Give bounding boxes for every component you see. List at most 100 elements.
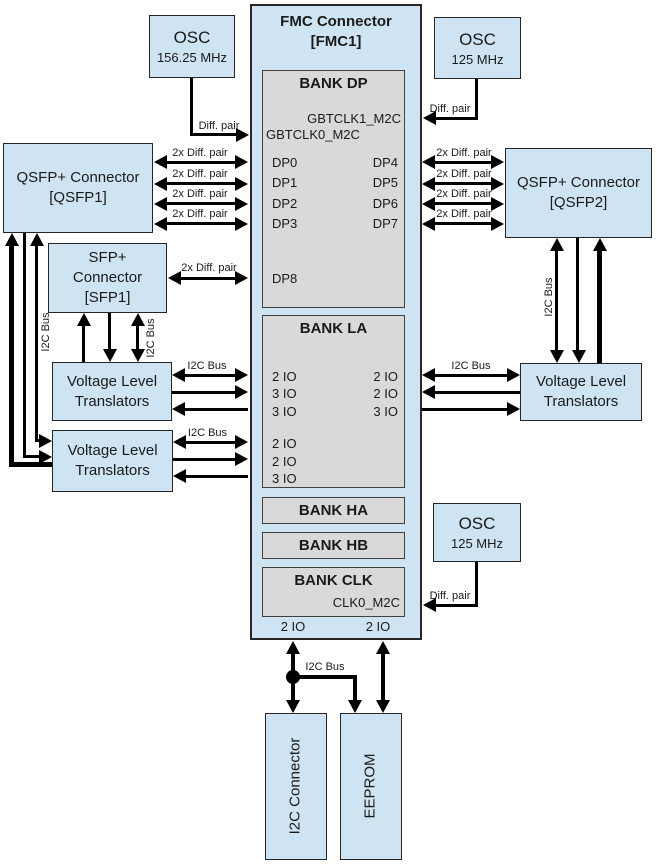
arrowhead-down	[550, 350, 564, 363]
connector-line	[180, 277, 236, 280]
connector-line	[173, 458, 236, 461]
connector-line	[172, 391, 236, 394]
sfp1-line1: SFP+	[88, 249, 127, 266]
arrowhead-right	[235, 155, 248, 169]
bank-hb-title: BANK HB	[298, 537, 369, 554]
2x-diff-pair-label-sfp: 2x Diff. pair	[181, 262, 237, 274]
arrowhead-left	[173, 435, 186, 449]
fmc-bottom-io-right: 2 IO	[365, 619, 391, 634]
vlt-left-top-box: Voltage Level Translators	[52, 362, 172, 421]
junction-dot	[286, 670, 300, 684]
qsfp1-box: QSFP+ Connector [QSFP1]	[3, 143, 153, 233]
bank-ha-box: BANK HA	[262, 497, 405, 524]
connector-line	[434, 202, 492, 205]
i2c-bus-label-vlt-l1: I2C Bus	[187, 360, 227, 372]
connector-line	[555, 250, 558, 351]
connector-line	[434, 391, 520, 394]
osc-125-mid-freq: 125 MHz	[450, 536, 504, 551]
port-clk0: CLK0_M2C	[332, 595, 400, 610]
connector-line	[185, 441, 236, 444]
connector-line	[184, 374, 236, 377]
connector-line	[185, 475, 248, 478]
arrowhead-right	[235, 271, 248, 285]
connector-line	[35, 439, 41, 442]
arrowhead-left	[422, 368, 435, 382]
arrowhead-left	[154, 155, 167, 169]
arrowhead-left	[422, 155, 435, 169]
arrowhead-left	[172, 368, 185, 382]
osc-125-top-box: OSC 125 MHz	[434, 17, 521, 79]
i2c-bus-label-vlt-l2: I2C Bus	[187, 427, 228, 439]
2x-diff-pair-label-q1-4: 2x Diff. pair	[172, 208, 228, 220]
i2c-connector-box	[265, 713, 327, 860]
connector-line	[184, 408, 248, 411]
diff-pair-label-osc156: Diff. pair	[198, 120, 240, 132]
vlt-left-bottom-line2: Translators	[75, 462, 150, 479]
arrowhead-left	[423, 111, 436, 125]
connector-line	[435, 117, 478, 120]
arrowhead-right	[491, 197, 504, 211]
connector-line	[434, 182, 492, 185]
arrowhead-down	[286, 700, 300, 713]
arrowhead-left	[168, 271, 181, 285]
qsfp2-subtitle: [QSFP2]	[549, 194, 608, 211]
port-dp0: DP0	[272, 155, 298, 170]
arrowhead-up	[376, 641, 390, 654]
connector-line	[9, 462, 52, 467]
connector-line	[291, 675, 355, 679]
arrowhead-left	[154, 217, 167, 231]
port-dp4: DP4	[372, 155, 398, 170]
connector-line	[597, 250, 602, 363]
arrowhead-down	[376, 700, 390, 713]
arrowhead-left	[422, 197, 435, 211]
connector-line	[475, 79, 478, 120]
port-dp5: DP5	[372, 175, 398, 190]
connector-line	[434, 161, 492, 164]
arrowhead-up	[77, 313, 91, 326]
connector-line	[576, 238, 579, 351]
la-right-1: 2 IO	[373, 369, 398, 384]
bank-la-title: BANK LA	[299, 320, 368, 337]
arrowhead-left	[173, 469, 186, 483]
fmc-title: FMC Connector	[280, 13, 392, 30]
connector-line	[475, 562, 478, 607]
port-gbtclk0: GBTCLK0_M2C	[266, 127, 360, 142]
diff-pair-label-osc125-top: Diff. pair	[429, 103, 471, 115]
fmc-bottom-io-left: 2 IO	[280, 619, 306, 634]
connector-line	[435, 604, 478, 607]
arrowhead-right	[236, 128, 249, 142]
osc-156-box: OSC 156.25 MHz	[149, 15, 235, 78]
la-left-4: 2 IO	[272, 436, 297, 451]
arrowhead-right	[491, 217, 504, 231]
arrowhead-up	[5, 233, 19, 246]
qsfp2-title: QSFP+ Connector	[517, 174, 640, 191]
2x-diff-pair-label-q1-1: 2x Diff. pair	[172, 147, 228, 159]
arrowhead-right	[491, 177, 504, 191]
bank-clk-title: BANK CLK	[294, 572, 373, 589]
arrowhead-right	[235, 368, 248, 382]
la-right-3: 3 IO	[373, 404, 398, 419]
osc-125-top-freq: 125 MHz	[451, 51, 504, 67]
connector-line	[166, 202, 236, 205]
arrowhead-down	[103, 349, 117, 362]
eeprom-label: EEPROM	[361, 753, 379, 819]
i2c-bus-label-vlt-r: I2C Bus	[451, 360, 491, 372]
qsfp2-box: QSFP+ Connector [QSFP2]	[505, 148, 652, 238]
i2c-bus-label-qsfp2: I2C Bus	[543, 277, 555, 317]
connector-line	[166, 222, 236, 225]
la-left-5: 2 IO	[272, 454, 297, 469]
port-dp8: DP8	[272, 271, 298, 286]
arrowhead-right	[235, 385, 248, 399]
eeprom-box	[340, 713, 402, 860]
2x-diff-pair-label-q1-3: 2x Diff. pair	[172, 188, 228, 200]
osc-156-freq: 156.25 MHz	[156, 50, 228, 65]
connector-line	[353, 675, 357, 701]
connector-line	[190, 133, 238, 136]
sfp1-box: SFP+ Connector [SFP1]	[48, 243, 167, 313]
sfp1-line3: [SFP1]	[84, 289, 131, 306]
arrowhead-down	[572, 350, 586, 363]
arrowhead-right	[39, 450, 52, 464]
vlt-left-bottom-line1: Voltage Level	[67, 442, 158, 459]
bank-dp-box: BANK DP	[262, 70, 405, 308]
